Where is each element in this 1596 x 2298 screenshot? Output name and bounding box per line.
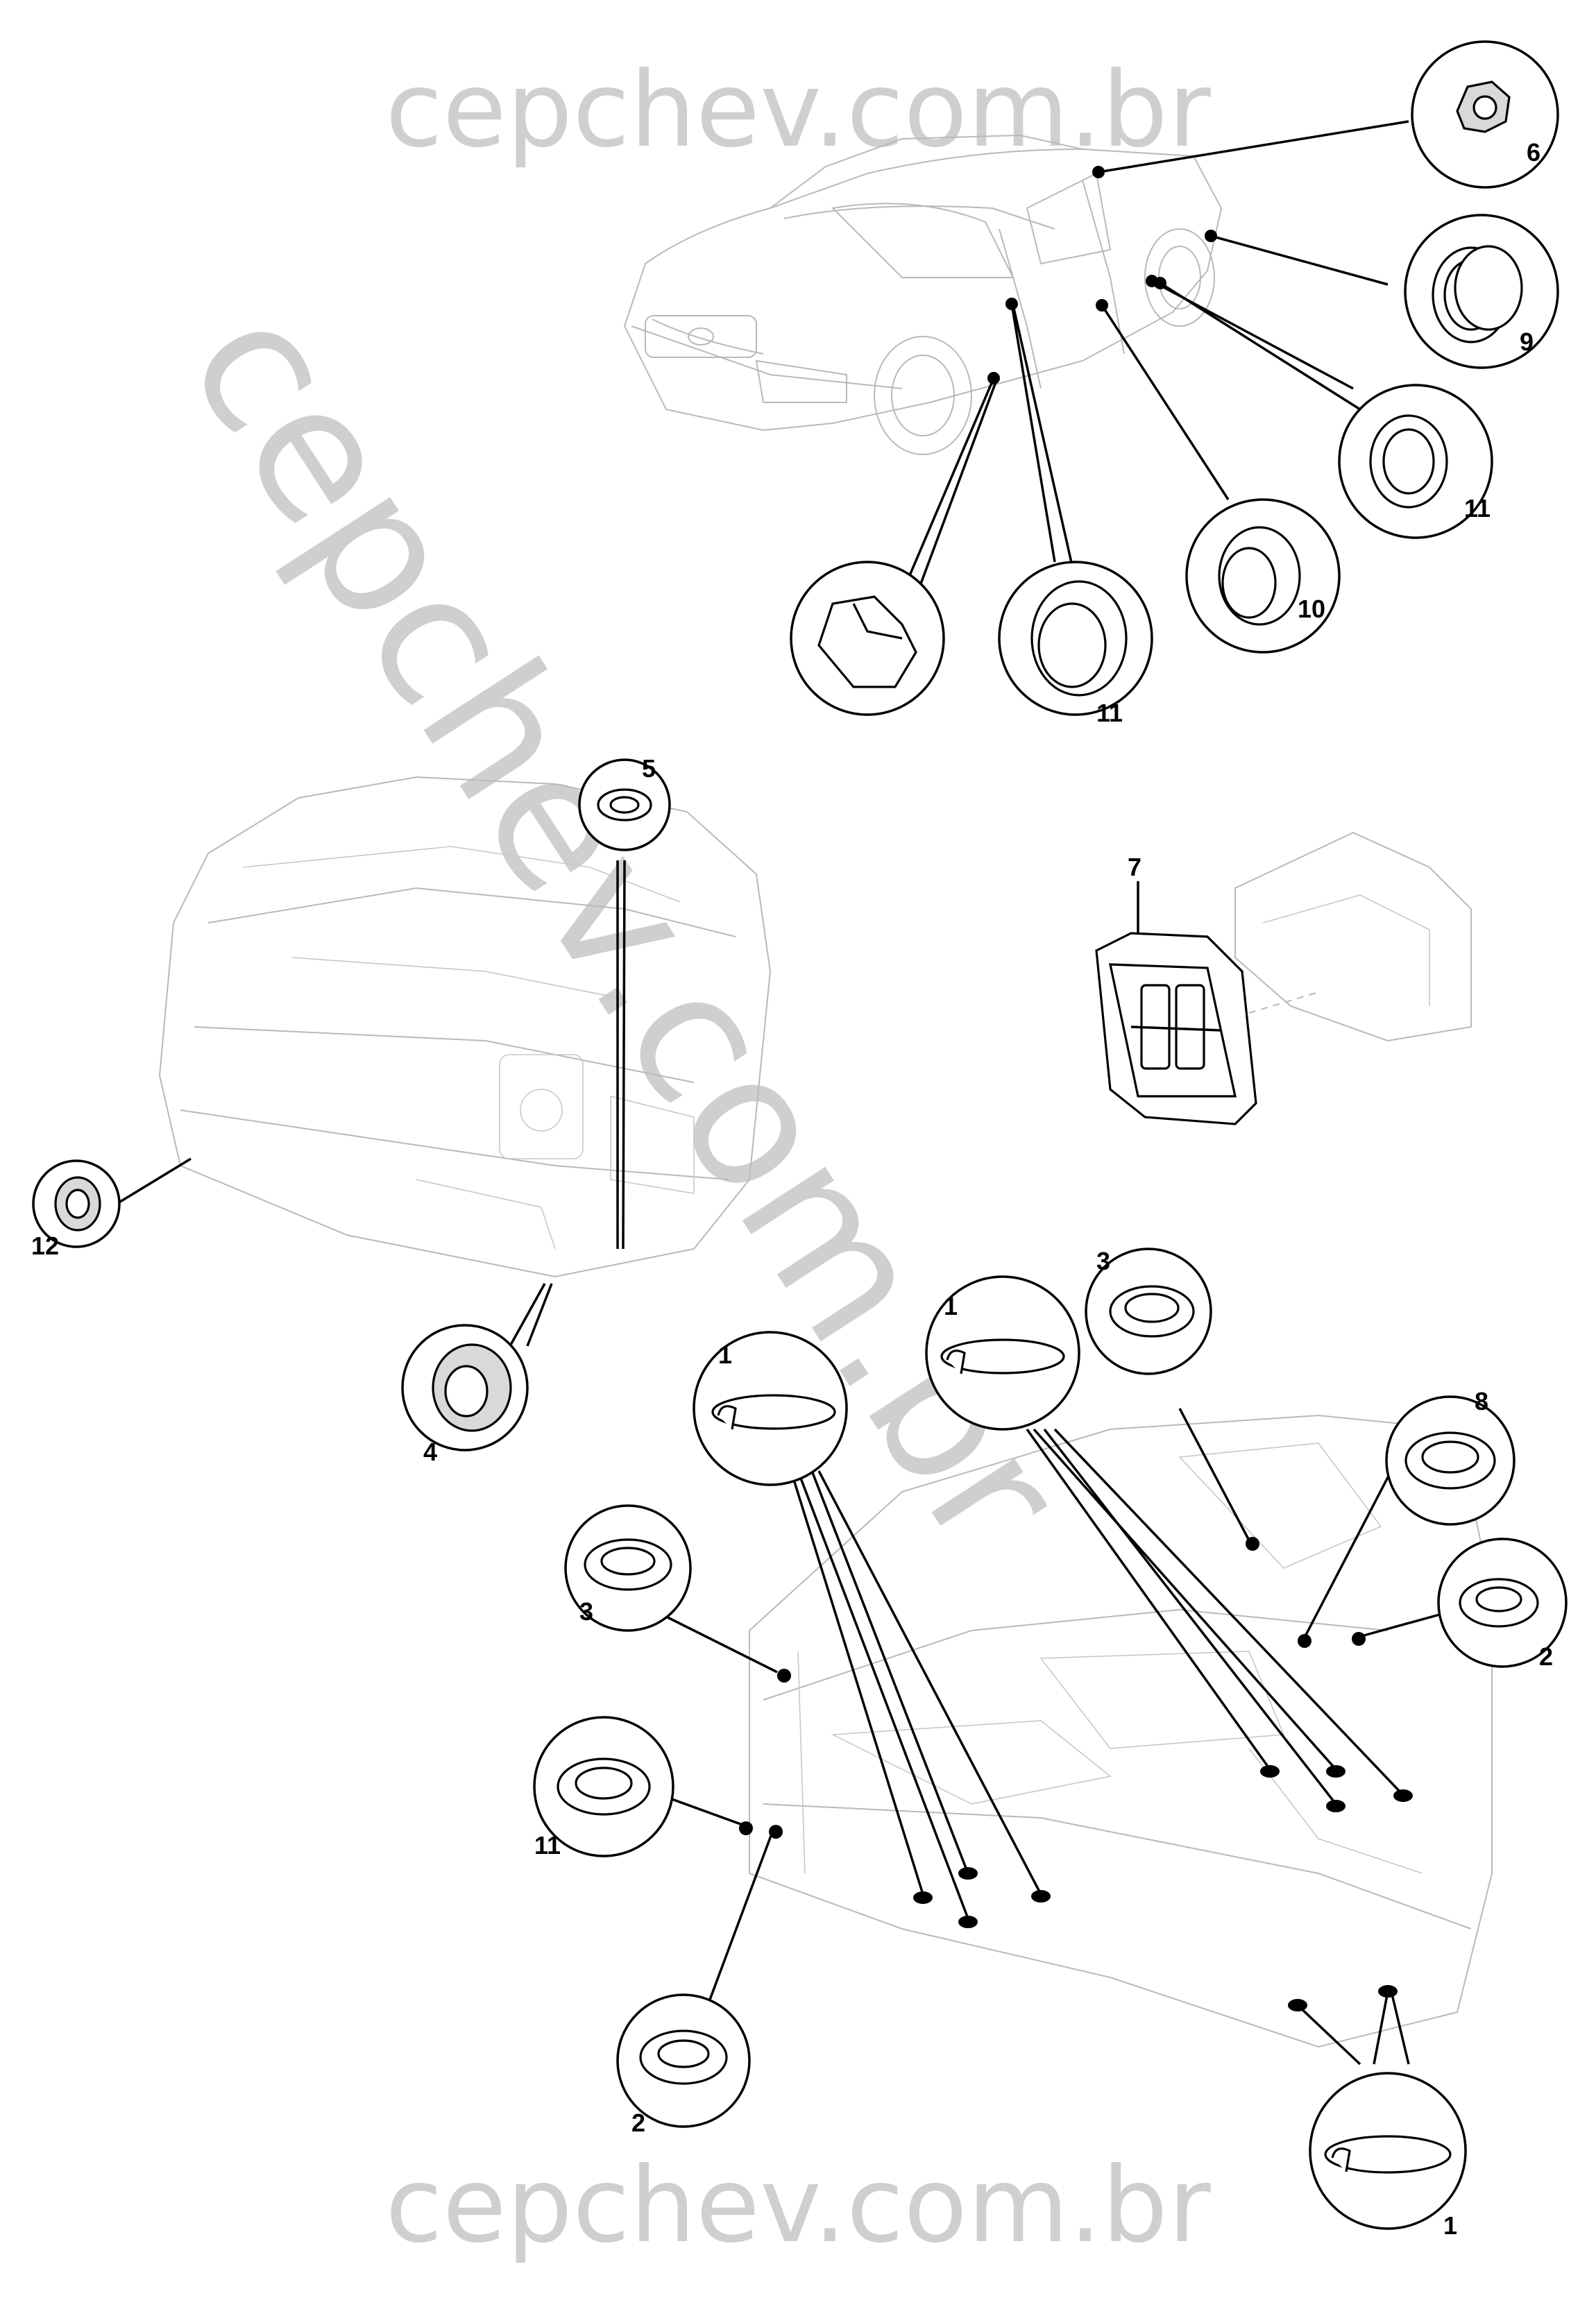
floor-pan-illustration [749, 1414, 1493, 2048]
callout-4: 4 [423, 1438, 437, 1466]
detail-clip [790, 561, 945, 716]
callout-2: 2 [1539, 1642, 1553, 1671]
top-leader-lines [901, 120, 1409, 597]
callout-11: 11 [534, 1831, 561, 1859]
detail-11-seal [998, 561, 1153, 716]
callout-2: 2 [631, 2109, 645, 2137]
detail-1-plug-middle [925, 1275, 1080, 1431]
detail-7-cover [1095, 831, 1472, 1125]
callout-6: 6 [1527, 138, 1540, 167]
detail-2-grommet-left [616, 1993, 751, 2128]
detail-10-grommet [1185, 498, 1341, 654]
callout-11: 11 [1096, 699, 1123, 727]
watermark-bottom: cepchev.com.br [385, 2145, 1211, 2266]
detail-9-grommet [1404, 214, 1559, 369]
callout-10: 10 [1298, 595, 1325, 623]
detail-3-grommet-right [1085, 1248, 1212, 1375]
callout-1: 1 [944, 1292, 958, 1320]
callout-9: 9 [1520, 327, 1534, 356]
detail-6-nut [1411, 40, 1559, 189]
callout-12: 12 [31, 1232, 59, 1260]
detail-3-grommet-left [564, 1504, 692, 1632]
callout-8: 8 [1475, 1387, 1488, 1415]
detail-1-plug-left [693, 1331, 848, 1486]
floor-leader-lines [665, 1408, 1458, 2066]
callout-1: 1 [1443, 2211, 1457, 2240]
detail-12-grommet [32, 1159, 121, 1248]
detail-11-grommet [1338, 384, 1493, 539]
callout-5: 5 [642, 754, 656, 783]
callout-3: 3 [1096, 1247, 1110, 1275]
rear-leader-lines [110, 860, 626, 1347]
callout-3: 3 [579, 1597, 593, 1626]
detail-5-washer [578, 758, 671, 851]
rear-body-illustration [158, 776, 772, 1278]
detail-4-grommet [401, 1324, 529, 1452]
watermark-top: cepchev.com.br [385, 50, 1211, 171]
detail-1-plug-bottom [1309, 2072, 1467, 2230]
callout-labels: 6 9 11 10 11 5 7 12 4 3 1 1 8 3 2 11 2 1 [31, 138, 1553, 2240]
detail-11-grommet-floor [533, 1716, 674, 1857]
detail-2-grommet-right [1437, 1538, 1568, 1668]
callout-7: 7 [1128, 853, 1141, 881]
car-illustration [623, 134, 1223, 455]
callout-11: 11 [1464, 494, 1491, 522]
callout-1: 1 [718, 1340, 732, 1369]
detail-8-grommet [1385, 1395, 1516, 1526]
